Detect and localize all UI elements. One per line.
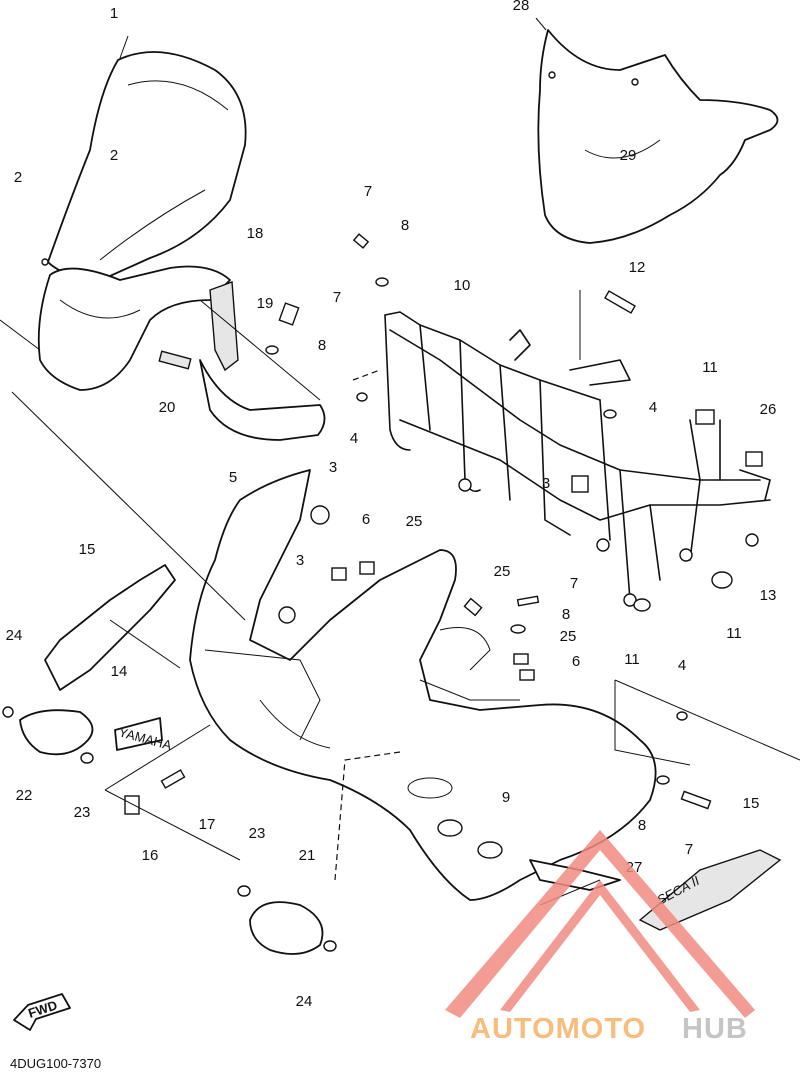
callout-number: 3 — [329, 459, 337, 476]
callout-number: 4 — [649, 399, 657, 416]
watermark-logo: AUTOMOTO HUB — [445, 830, 755, 1045]
fwd-arrow-icon: FWD — [13, 993, 71, 1031]
callout-number: 26 — [760, 401, 777, 418]
callout-number: 4 — [350, 430, 358, 447]
callout-number: 11 — [726, 625, 742, 642]
callout-number: 3 — [542, 475, 550, 492]
callout-number: 23 — [74, 804, 91, 821]
callout-number: 5 — [229, 469, 237, 486]
callout-number: 7 — [570, 575, 578, 592]
callout-number: 19 — [257, 295, 274, 312]
callout-number: 18 — [247, 225, 264, 242]
callout-number: 8 — [638, 817, 646, 834]
callout-number: 9 — [502, 789, 510, 806]
callout-number: 15 — [79, 541, 96, 558]
callout-number: 11 — [624, 651, 640, 668]
callout-number: 22 — [16, 787, 33, 804]
callout-number: 4 — [678, 657, 686, 674]
callout-number: 28 — [513, 0, 530, 14]
callout-number: 7 — [333, 289, 341, 306]
callout-number: 7 — [685, 841, 693, 858]
callout-number: 12 — [629, 259, 646, 276]
callout-number: 8 — [401, 217, 409, 234]
callout-number: 14 — [111, 663, 128, 680]
callout-number: 8 — [562, 606, 570, 623]
callout-number: 2 — [110, 147, 118, 164]
callout-number: 15 — [743, 795, 760, 812]
callout-number: 16 — [142, 847, 159, 864]
callout-number: 25 — [406, 513, 423, 530]
callout-number: 11 — [702, 359, 718, 376]
callout-number: 10 — [454, 277, 471, 294]
watermark-text-2: HUB — [682, 1013, 748, 1045]
main-cowling-part — [189, 469, 657, 901]
callout-number: 23 — [249, 825, 266, 842]
callout-number: 29 — [620, 147, 637, 164]
callout-number: 7 — [364, 183, 372, 200]
callout-number: 1 — [110, 5, 118, 22]
callout-number: 25 — [560, 628, 577, 645]
callout-number: 24 — [296, 993, 313, 1010]
cowling-stay-frame — [384, 311, 771, 607]
callout-number: 8 — [318, 337, 326, 354]
hardware-parts — [2, 233, 763, 952]
callout-number: 6 — [362, 511, 370, 528]
callout-number: 24 — [6, 627, 23, 644]
decal-parts — [19, 564, 782, 955]
inner-upper-panel — [37, 265, 326, 441]
callout-number: 2 — [14, 169, 22, 186]
lower-cowl-part — [537, 29, 779, 244]
callout-number: 3 — [296, 552, 304, 569]
callout-number: 20 — [159, 399, 176, 416]
callout-number: 17 — [199, 816, 216, 833]
callout-number: 25 — [494, 563, 511, 580]
diagram-code: 4DUG100-7370 — [10, 1056, 101, 1071]
callout-number: 13 — [760, 587, 777, 604]
windshield-part — [41, 51, 247, 294]
callout-number: 6 — [572, 653, 580, 670]
guide-lines — [0, 17, 800, 906]
watermark-text-1: AUTOMOTO — [470, 1013, 646, 1045]
callout-number: 21 — [299, 847, 316, 864]
